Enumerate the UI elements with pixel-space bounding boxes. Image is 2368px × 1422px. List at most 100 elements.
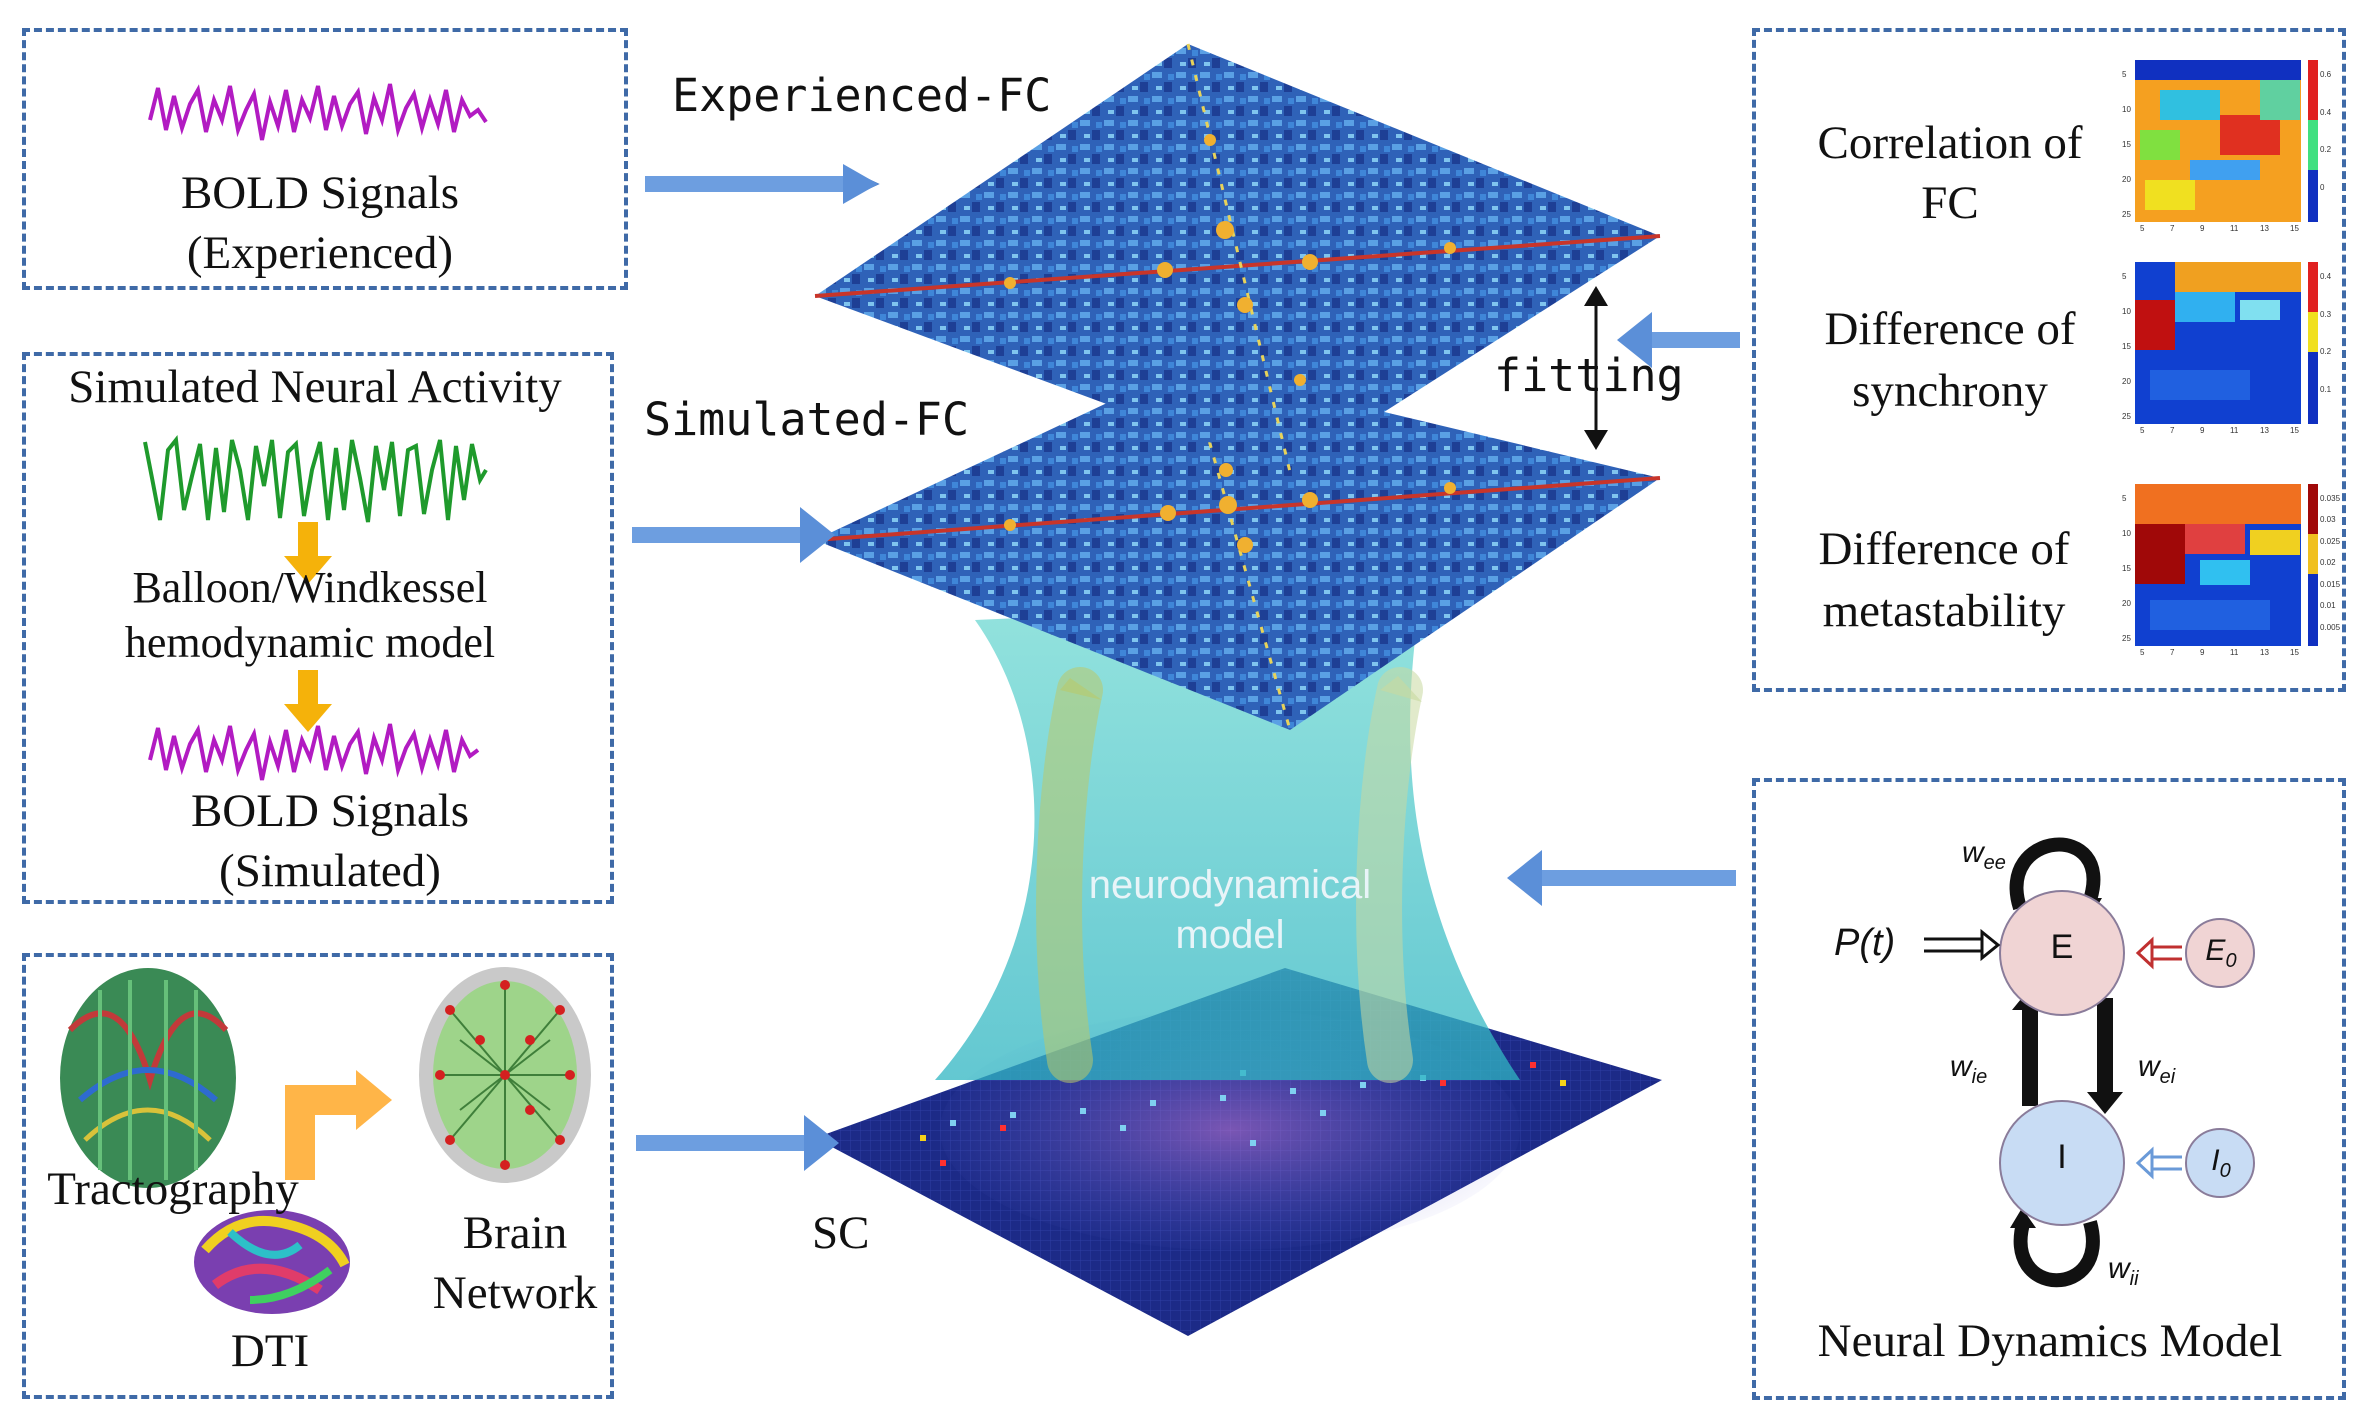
tractography-image [60, 968, 236, 1188]
weight-wee-label: wee [1962, 836, 2006, 874]
heatmap-xtick: 11 [2230, 224, 2239, 233]
heatmap-xtick: 5 [2140, 224, 2145, 233]
metric-correlation-fc-2: FC [1921, 177, 1979, 229]
down-arrow-1 [298, 522, 318, 558]
heatmap-correlation-fc [2135, 60, 2318, 222]
heatmap-synchrony [2135, 262, 2318, 424]
weight-wii-label: wii [2108, 1252, 2139, 1290]
heatmap-xtick: 11 [2230, 426, 2239, 435]
weight-wie-label: wie [1950, 1050, 1988, 1088]
heatmap-colorbar-tick: 0.2 [2320, 347, 2332, 356]
fitting-label: fitting [1494, 349, 1684, 402]
heatmap-ytick: 25 [2122, 412, 2131, 421]
heatmap-colorbar-tick: 0.4 [2320, 272, 2332, 281]
panel-metrics [1752, 28, 2346, 692]
heatmap-colorbar-tick: 0.6 [2320, 70, 2332, 79]
heatmap-ytick: 5 [2122, 70, 2127, 79]
brain-network-image [419, 967, 591, 1183]
heatmap-colorbar-tick: 0.005 [2320, 622, 2341, 632]
heatmap-xtick: 13 [2260, 224, 2269, 233]
simulated-fc-label: Simulated-FC [644, 393, 970, 446]
neurodynamical-model-label: model [1175, 913, 1285, 957]
flow-arrows [632, 164, 1740, 1171]
heatmap-xtick: 15 [2290, 426, 2299, 435]
heatmap-xtick: 15 [2290, 224, 2299, 233]
bold-simulated-sub: (Simulated) [219, 845, 441, 897]
heatmap-xtick: 7 [2170, 648, 2175, 657]
heatmap-xtick: 7 [2170, 224, 2175, 233]
heatmap-ytick: 10 [2122, 529, 2131, 538]
heatmap-ytick: 10 [2122, 307, 2131, 316]
heatmap-ytick: 15 [2122, 564, 2131, 573]
heatmap-xtick: 5 [2140, 648, 2145, 657]
down-arrow-2 [298, 670, 318, 706]
heatmap-colorbar-tick: 0.015 [2320, 579, 2341, 589]
experienced-fc-matrix [815, 44, 1660, 472]
metric-metastability-1: Difference of [1818, 523, 2070, 575]
panel-neural-dynamics [1752, 778, 2346, 1400]
node-i [1999, 1100, 2125, 1226]
bold-simulated-waveform [148, 723, 480, 781]
heatmap-ytick: 20 [2122, 175, 2131, 184]
heatmap-xtick: 13 [2260, 426, 2269, 435]
neural-dynamics-title: Neural Dynamics Model [1817, 1315, 2283, 1367]
tractography-to-network-arrow [285, 1085, 360, 1180]
heatmap-xtick: 9 [2200, 426, 2205, 435]
heatmap-colorbar-tick: 0.3 [2320, 309, 2332, 319]
heatmap-ytick: 25 [2122, 210, 2131, 219]
node-i0-label: I0 [2211, 1144, 2231, 1182]
heatmap-ytick: 5 [2122, 272, 2127, 281]
heatmap-metastability [2135, 484, 2318, 646]
node-e [1999, 890, 2125, 1016]
heatmap-colorbar-tick: 0.02 [2320, 558, 2336, 568]
dti-label: DTI [230, 1325, 310, 1377]
neural-activity-waveform [143, 434, 488, 523]
node-e-label: E [2050, 928, 2074, 966]
heatmap-ytick: 10 [2122, 105, 2131, 114]
metric-synchrony-2: synchrony [1852, 365, 2048, 417]
simulated-neural-activity-label: Simulated Neural Activity [68, 361, 562, 413]
heatmap-xtick: 7 [2170, 426, 2175, 435]
ei-network [1924, 837, 2255, 1288]
panel-bold-experienced [22, 28, 628, 290]
heatmap-ytick: 25 [2122, 634, 2131, 643]
heatmap-xtick: 9 [2200, 648, 2205, 657]
node-i0 [2185, 1128, 2255, 1198]
heatmap-xtick: 9 [2200, 224, 2205, 233]
heatmap-xtick: 5 [2140, 426, 2145, 435]
hemodynamic-model-label: hemodynamic model [124, 618, 496, 667]
bold-experienced-label: BOLD Signals [180, 167, 460, 219]
heatmap-colorbar-tick: 0.1 [2320, 384, 2332, 394]
bold-experienced-sub: (Experienced) [186, 227, 454, 279]
metric-metastability-2: metastability [1822, 585, 2066, 637]
heatmap-ytick: 20 [2122, 377, 2131, 386]
panel-simulated-activity [22, 352, 614, 904]
heatmap-ytick: 20 [2122, 599, 2131, 608]
heatmap-colorbar-tick: 0.035 [2320, 494, 2341, 503]
input-pt-label: P(t) [1834, 922, 1896, 964]
heatmap-colorbar-tick: 0.025 [2320, 536, 2341, 546]
sc-label: SC [812, 1207, 870, 1259]
node-e0-label: E0 [2205, 934, 2237, 972]
dti-image [194, 1210, 350, 1314]
tractography-label: Tractography [47, 1163, 299, 1215]
heatmap-colorbar-tick: 0.03 [2320, 515, 2336, 525]
weight-wei-label: wei [2138, 1050, 2176, 1088]
heatmap-xtick: 15 [2290, 648, 2299, 657]
bold-simulated-label: BOLD Signals [190, 785, 470, 837]
heatmap-ytick: 15 [2122, 140, 2131, 149]
brain-network-label-2: Network [432, 1267, 598, 1319]
heatmap-colorbar-tick: 0 [2320, 182, 2325, 192]
node-e0 [2185, 918, 2255, 988]
heatmap-xtick: 11 [2230, 648, 2239, 657]
metric-synchrony-1: Difference of [1824, 303, 2076, 355]
bold-experienced-waveform [148, 83, 488, 141]
balloon-model-label: Balloon/Windkessel [132, 563, 488, 612]
brain-network-label-1: Brain [462, 1207, 568, 1259]
panel-structural [22, 953, 614, 1399]
heatmap-ytick: 15 [2122, 342, 2131, 351]
neurodynamical-label: neurodynamical [1088, 863, 1372, 907]
heatmap-xtick: 13 [2260, 648, 2269, 657]
heatmap-colorbar-tick: 0.01 [2320, 601, 2336, 611]
heatmap-ytick: 5 [2122, 494, 2127, 503]
